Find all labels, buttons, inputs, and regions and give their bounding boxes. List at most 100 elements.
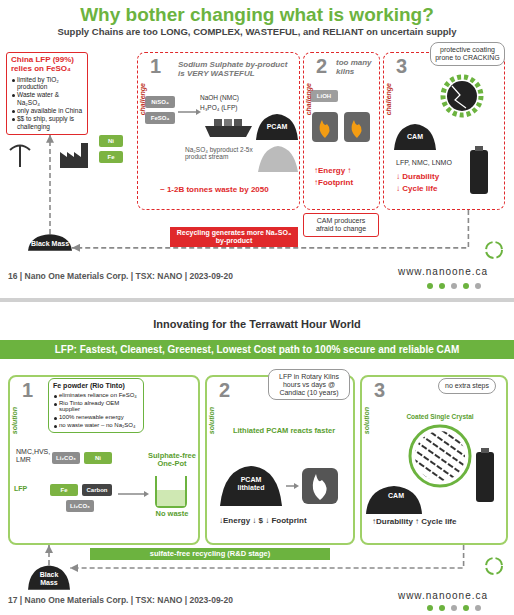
- node-heading: challenge: [139, 83, 147, 115]
- flame: [313, 474, 327, 500]
- element-label: Li₂CO₃: [52, 452, 80, 464]
- node-heading: solution: [363, 407, 371, 434]
- node-text: 100% renewable energy: [53, 414, 139, 421]
- factory-icon: [60, 143, 88, 168]
- node-text: 2: [219, 379, 230, 401]
- black-mass-pile: Black Mass: [28, 234, 72, 251]
- battery-cap: [481, 448, 489, 453]
- arrow-head: [294, 483, 299, 489]
- node-text: limited by TiO₂ production: [11, 76, 83, 91]
- node-text: Recycling generates more Na₂SO₄ by-produ…: [176, 229, 292, 245]
- kiln-icon: [312, 112, 338, 142]
- solution-panel: solution3CAM↑Durability ↑ Cycle lifeno e…: [360, 375, 508, 545]
- element-label: Ni: [84, 452, 112, 464]
- node-text: Sodium Sulphate by-product is VERY WASTE…: [178, 61, 296, 79]
- node-text: ↓ Cycle life: [396, 185, 471, 194]
- dot: [427, 605, 433, 611]
- byproduct-note: Na₂SO₄ byproduct 2-5x product stream: [185, 146, 255, 161]
- reagent-label: H₃PO₄ (LFP): [200, 104, 256, 111]
- beaker-liquid: [157, 490, 185, 506]
- element-cube: [99, 151, 123, 163]
- footer-text: 16 | Nano One Materials Corp. | TSX: NAN…: [8, 272, 348, 282]
- node-heading: challenge: [305, 83, 313, 115]
- element-cube: [50, 484, 78, 496]
- particle-coating: [443, 77, 481, 115]
- node-text: Black Mass: [30, 240, 70, 248]
- element-cube: [145, 112, 175, 124]
- dot: [439, 605, 445, 611]
- node-text: No waste: [146, 510, 198, 518]
- pile-label: PCAM lithiated: [228, 476, 274, 492]
- subtitle: Supply Chains are too LONG, COMPLEX, WAS…: [0, 27, 514, 38]
- node-text: no extra steps: [443, 382, 491, 390]
- flow-connector: [70, 545, 464, 568]
- flow-connector: [49, 135, 51, 234]
- node-text: LFP in Rotary Kilns hours vs days @ Cand…: [273, 373, 345, 396]
- element-label: LiOH: [310, 90, 338, 102]
- flame: [320, 120, 330, 138]
- node-heading: Fe powder (Rio Tinto): [53, 382, 139, 390]
- solution-panel: solution2Lithiated PCAM reacts faster↓En…: [205, 375, 355, 545]
- challenge-panel: challenge2too many kilns↑Energy ↑↑Footpr…: [303, 52, 380, 210]
- container: [234, 119, 242, 126]
- node-heading: China LFP (99%) relies on FeSO₄: [11, 56, 83, 74]
- pile-label: CAM: [400, 133, 430, 141]
- callout-bubble: protective coating prone to CRACKING: [430, 42, 505, 66]
- headline-band: LFP: Fastest, Cleanest, Greenest, Lowest…: [0, 340, 514, 359]
- dot: [475, 605, 481, 611]
- node-text: too many kilns: [336, 59, 378, 77]
- beaker: [156, 476, 186, 507]
- recycling-bar: sulfate-free recycling (R&D stage): [90, 548, 330, 560]
- pile-label: PCAM: [262, 123, 292, 131]
- dot: [439, 283, 445, 289]
- flow-arrow: [286, 485, 294, 487]
- recycle-icon: [486, 242, 502, 258]
- element-label: Fe: [99, 151, 123, 163]
- footer-text: 17 | Nano One Materials Corp. | TSX: NAN…: [8, 596, 348, 606]
- battery-cap: [475, 146, 483, 151]
- element-cube: [52, 452, 80, 464]
- dot: [427, 283, 433, 289]
- cam-pile: [394, 124, 436, 150]
- node-text: $$ to ship, supply is challenging: [11, 115, 83, 130]
- callout-bubble: no extra steps: [438, 378, 496, 394]
- element-label: NiSO₄: [145, 96, 175, 108]
- pcam-pile: [220, 466, 282, 506]
- pcam-pile: [256, 114, 298, 140]
- reagent-label: NaOH (NMC): [200, 94, 256, 101]
- flow-arrow: [178, 111, 196, 113]
- dot: [463, 283, 469, 289]
- note-box: CAM producers afraid to change: [303, 213, 379, 237]
- node-text: only available in China: [11, 107, 83, 114]
- node-text: Lithiated PCAM reacts faster: [219, 427, 349, 435]
- flame: [352, 120, 362, 138]
- node-text: 1: [22, 379, 33, 401]
- supplier-box: Fe powder (Rio Tinto) eliminates reliance…: [48, 378, 144, 433]
- node-text: eliminates reliance on FeSO₄: [53, 392, 139, 399]
- slide-heading: Innovating for the Terrawatt Hour World: [0, 318, 514, 330]
- element-label: FeSO₄: [145, 112, 175, 124]
- node-text: ↑Energy ↑: [314, 167, 378, 176]
- pile-shape: [28, 234, 72, 250]
- particle-core: [447, 81, 477, 111]
- flow-arrow: [118, 493, 144, 495]
- node-heading: solution: [208, 407, 216, 434]
- node-text: Waste water & Na₂SO₄: [11, 91, 83, 106]
- website: www.nanoone.ca: [376, 266, 510, 277]
- recycle-icon: [486, 558, 502, 574]
- element-cube: [66, 500, 94, 512]
- element-cube: [99, 135, 123, 147]
- flow-connector: [48, 545, 50, 565]
- node-text: LFP: Fastest, Cleanest, Greenest, Lowest…: [6, 344, 508, 355]
- node-text: LFP, NMC, LNMO: [396, 159, 471, 167]
- container: [214, 119, 222, 126]
- element-cube: [310, 90, 338, 102]
- node-text: 3: [396, 55, 407, 77]
- node-text: 2: [316, 55, 327, 77]
- pickaxe-handle: [19, 145, 21, 167]
- kiln-icon: [302, 468, 338, 504]
- recycling-bar: Recycling generates more Na₂SO₄ by-produ…: [170, 227, 298, 247]
- kiln-icon: [344, 112, 370, 142]
- waste-pile: [258, 146, 298, 172]
